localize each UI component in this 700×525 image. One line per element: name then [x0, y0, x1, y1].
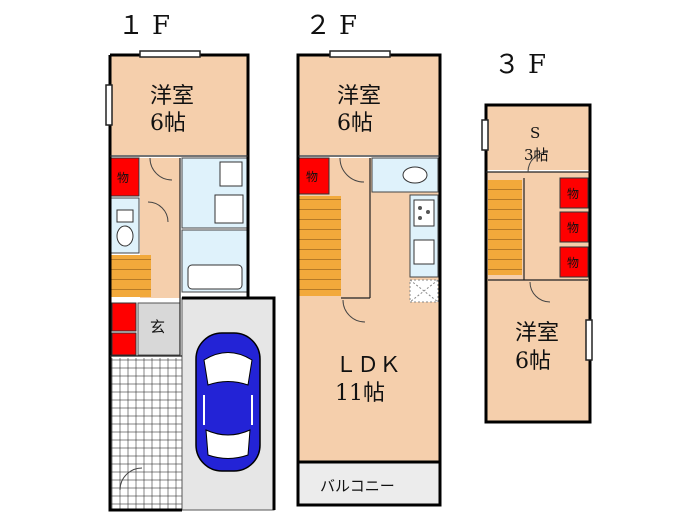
f1-approach-tiles [110, 358, 182, 510]
f3-closet-1 [559, 177, 589, 209]
f2-stairs [299, 196, 341, 296]
floor-label-3f: ３F [494, 50, 554, 80]
f3-stairs [488, 180, 522, 275]
f2-room-name: 洋室 [337, 84, 381, 109]
f2-closet-label: 物 [306, 170, 318, 184]
f2-closet [298, 157, 330, 195]
f2-balcony-label: バルコニー [320, 477, 395, 495]
car-icon [195, 332, 261, 472]
f3-closet-2-label: 物 [567, 221, 579, 235]
f2-balcony [297, 462, 441, 506]
f3-closet-2 [559, 211, 589, 243]
f2-western-room [298, 55, 440, 155]
f1-entrance [137, 302, 181, 356]
f1-closet [110, 157, 140, 197]
f3-closet-3 [559, 246, 589, 278]
floor-3f: S 3帖 物 物 物 洋室 6帖 [481, 103, 593, 424]
f3-closet-3-label: 物 [567, 256, 579, 270]
floor-label-2f: ２F [305, 11, 365, 41]
floor-label-1f: １F [118, 11, 178, 41]
f3-storage-name: S [530, 124, 540, 142]
f3-storage-room [486, 105, 590, 170]
f1-western-room [110, 55, 248, 155]
f1-entrance-label: 玄 [150, 318, 165, 336]
f2-ldk-size: 11帖 [335, 381, 385, 406]
f3-room-size: 6帖 [515, 349, 551, 374]
f2-room-size: 6帖 [337, 111, 373, 136]
f1-stairs [111, 255, 151, 297]
f1-room-size: 6帖 [150, 111, 186, 136]
f1-closet-label: 物 [117, 171, 129, 185]
floor-1f: 洋室 6帖 物 玄 [105, 50, 276, 512]
f3-closet-1-label: 物 [567, 187, 579, 201]
f3-room-name: 洋室 [515, 321, 559, 346]
f3-storage-size: 3帖 [524, 146, 549, 164]
f1-room-name: 洋室 [150, 84, 194, 109]
floor-2f: 洋室 6帖 物 ＬＤＫ 11帖 バルコニー [296, 50, 442, 507]
f2-ldk-name: ＬＤＫ [335, 353, 401, 378]
